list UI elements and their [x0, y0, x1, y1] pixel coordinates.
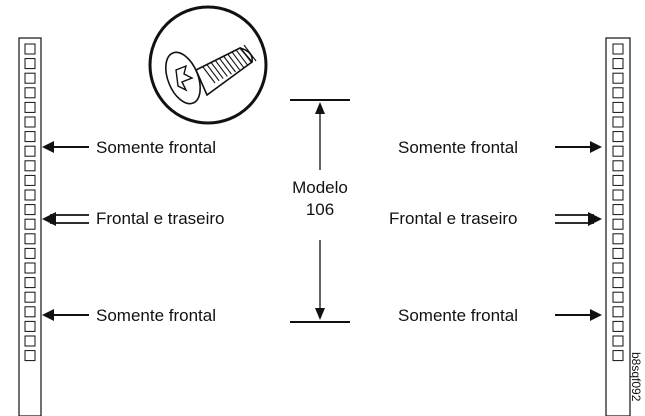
- rack-hole: [612, 189, 624, 201]
- rack-hole: [612, 277, 624, 289]
- rack-hole: [612, 131, 624, 143]
- double-arrow-icon: [555, 212, 602, 226]
- model-number: 106: [305, 200, 335, 219]
- arrow-right-icon: [555, 309, 602, 321]
- rack-hole: [612, 233, 624, 245]
- rack-hole: [612, 247, 624, 259]
- arrow-right-icon: [555, 141, 602, 153]
- rack-hole: [612, 174, 624, 186]
- rack-hole: [612, 204, 624, 216]
- rack-hole: [24, 145, 36, 157]
- rack-hole: [24, 72, 36, 84]
- front-only-label: Somente frontal: [96, 306, 217, 325]
- dimension-line: [290, 99, 350, 323]
- rack-hole: [612, 306, 624, 318]
- rack-hole: [612, 350, 624, 362]
- rack-hole: [612, 320, 624, 332]
- rack-hole: [24, 306, 36, 318]
- rack-hole: [24, 233, 36, 245]
- rack-hole: [612, 101, 624, 113]
- front-only-label: Somente frontal: [398, 306, 519, 325]
- rack-hole: [612, 145, 624, 157]
- rack-hole: [612, 291, 624, 303]
- rack-hole: [24, 43, 36, 55]
- rack-hole: [612, 262, 624, 274]
- front-only-label: Somente frontal: [96, 138, 217, 157]
- rack-hole: [612, 160, 624, 172]
- rack-hole: [24, 277, 36, 289]
- rack-hole: [24, 320, 36, 332]
- rack-hole: [24, 174, 36, 186]
- rack-hole: [24, 101, 36, 113]
- rack-hole: [24, 87, 36, 99]
- front-only-label: Somente frontal: [398, 138, 519, 157]
- rack-hole: [612, 335, 624, 347]
- left-rack-rail: [18, 37, 42, 416]
- rack-hole: [24, 160, 36, 172]
- rack-hole: [24, 204, 36, 216]
- front-back-label: Frontal e traseiro: [389, 209, 518, 228]
- rack-hole: [612, 58, 624, 70]
- front-back-label: Frontal e traseiro: [96, 209, 225, 228]
- rack-hole: [24, 350, 36, 362]
- rack-hole: [24, 131, 36, 143]
- rack-hole: [24, 262, 36, 274]
- rack-hole: [24, 189, 36, 201]
- rack-hole: [612, 218, 624, 230]
- arrow-left-icon: [42, 309, 89, 321]
- rack-hole: [24, 335, 36, 347]
- right-rack-rail: [605, 37, 631, 416]
- rack-hole: [612, 43, 624, 55]
- rack-hole: [612, 116, 624, 128]
- rack-hole: [24, 116, 36, 128]
- figure-id: b8sqf092: [629, 352, 643, 402]
- model-label: Modelo: [292, 178, 348, 197]
- screw-icon: [148, 5, 268, 125]
- rack-hole: [24, 218, 36, 230]
- rack-hole: [24, 291, 36, 303]
- rack-hole: [24, 58, 36, 70]
- arrow-left-icon: [42, 141, 89, 153]
- rack-hole: [612, 72, 624, 84]
- rack-hole: [612, 87, 624, 99]
- rack-hole: [24, 247, 36, 259]
- double-arrow-icon: [42, 212, 89, 226]
